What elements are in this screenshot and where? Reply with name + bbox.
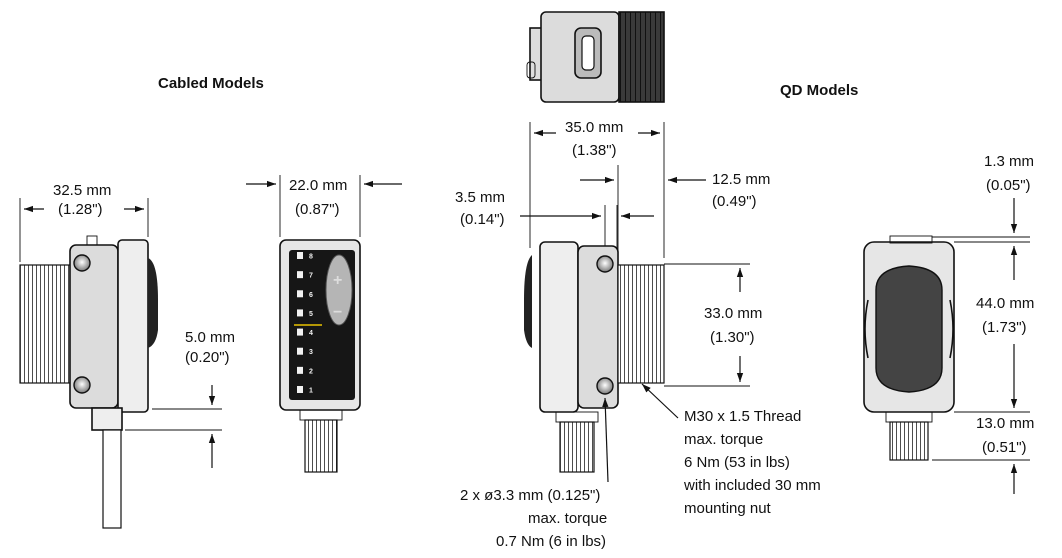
led-indicator-icon xyxy=(297,366,303,374)
led-number: 4 xyxy=(309,330,313,337)
led-number: 3 xyxy=(309,349,313,356)
svg-text:12.5 mm: 12.5 mm xyxy=(712,171,770,188)
svg-text:with included 30 mm: with included 30 mm xyxy=(683,477,821,494)
svg-text:+: + xyxy=(333,272,342,289)
svg-text:(1.38"): (1.38") xyxy=(572,142,617,159)
svg-text:1.3 mm: 1.3 mm xyxy=(984,153,1034,170)
svg-text:−: − xyxy=(333,304,342,321)
qd-connector-thread xyxy=(304,419,338,473)
led-number: 6 xyxy=(309,292,313,299)
svg-text:(1.28"): (1.28") xyxy=(58,201,103,218)
led-indicator-icon xyxy=(297,347,303,355)
dimension-qd-thread: 12.5 mm (0.49") xyxy=(580,165,770,258)
mounting-screw-icon xyxy=(73,254,91,272)
led-number: 8 xyxy=(309,254,313,261)
led-number: 2 xyxy=(309,368,313,375)
cabled-side-view xyxy=(19,235,158,529)
led-indicator-list: 8 7 6 5 4 3 2 1 xyxy=(297,252,313,395)
led-indicator-icon xyxy=(297,271,303,279)
led-indicator-icon xyxy=(297,328,303,336)
svg-text:max. torque: max. torque xyxy=(684,431,763,448)
led-number: 5 xyxy=(309,311,313,318)
svg-text:(0.87"): (0.87") xyxy=(295,201,340,218)
svg-text:44.0 mm: 44.0 mm xyxy=(976,295,1034,312)
dimension-cable-offset: 5.0 mm (0.20") xyxy=(125,329,235,468)
svg-text:(0.14"): (0.14") xyxy=(460,211,505,228)
qd-top-view xyxy=(526,11,665,103)
svg-text:(0.05"): (0.05") xyxy=(986,177,1031,194)
led-indicator-icon xyxy=(297,309,303,317)
qd-front-view xyxy=(863,235,955,461)
svg-text:33.0 mm: 33.0 mm xyxy=(704,305,762,322)
adjust-button xyxy=(325,254,353,326)
hole-callout: 2 x ø3.3 mm (0.125") max. torque 0.7 Nm … xyxy=(460,487,607,550)
svg-text:35.0 mm: 35.0 mm xyxy=(565,119,623,136)
hole-leader xyxy=(602,397,609,483)
qd-connector-thread xyxy=(559,421,595,473)
svg-text:32.5 mm: 32.5 mm xyxy=(53,182,111,199)
svg-text:13.0 mm: 13.0 mm xyxy=(976,415,1034,432)
led-indicator-icon xyxy=(297,290,303,298)
dimension-cabled-depth: 22.0 mm (0.87") xyxy=(246,175,402,237)
qd-connector-thread xyxy=(889,421,929,461)
svg-text:3.5 mm: 3.5 mm xyxy=(455,189,505,206)
mounting-screw-icon xyxy=(73,376,91,394)
svg-text:(1.30"): (1.30") xyxy=(710,329,755,346)
led-number: 7 xyxy=(309,273,313,280)
cabled-thread xyxy=(19,264,71,384)
thread-callout: M30 x 1.5 Thread max. torque 6 Nm (53 in… xyxy=(683,408,821,517)
svg-text:M30 x 1.5 Thread: M30 x 1.5 Thread xyxy=(684,408,801,425)
dimension-qd-top: 1.3 mm (0.05") xyxy=(932,153,1034,243)
svg-text:max. torque: max. torque xyxy=(528,510,607,527)
mounting-screw-icon xyxy=(596,255,614,273)
dimension-qd-height: 44.0 mm (1.73") xyxy=(954,246,1034,413)
cabled-front-view: + − 8 7 6 5 4 3 2 1 xyxy=(279,239,361,473)
svg-text:(0.20"): (0.20") xyxy=(185,349,230,366)
qd-models-heading: QD Models xyxy=(780,82,858,99)
qd-thread xyxy=(617,264,665,384)
svg-text:5.0 mm: 5.0 mm xyxy=(185,329,235,346)
dimension-qd-length: 35.0 mm (1.38") xyxy=(529,119,665,258)
svg-text:(1.73"): (1.73") xyxy=(982,319,1027,336)
thread-leader xyxy=(641,383,679,419)
svg-text:mounting nut: mounting nut xyxy=(684,500,772,517)
dimension-qd-offset: 3.5 mm (0.14") xyxy=(455,189,654,248)
mounting-screw-icon xyxy=(596,377,614,395)
svg-text:2 x ø3.3 mm (0.125"): 2 x ø3.3 mm (0.125") xyxy=(460,487,600,504)
cable xyxy=(102,429,122,529)
dimension-qd-hole-spacing: 33.0 mm (1.30") xyxy=(664,263,762,387)
svg-text:22.0 mm: 22.0 mm xyxy=(289,177,347,194)
svg-text:(0.51"): (0.51") xyxy=(982,439,1027,456)
svg-text:0.7 Nm (6 in lbs): 0.7 Nm (6 in lbs) xyxy=(496,533,606,550)
svg-text:6 Nm (53 in lbs): 6 Nm (53 in lbs) xyxy=(684,454,790,471)
dimension-cabled-width: 32.5 mm (1.28") xyxy=(19,182,149,262)
cabled-models-heading: Cabled Models xyxy=(158,75,264,92)
svg-text:(0.49"): (0.49") xyxy=(712,193,757,210)
led-number: 1 xyxy=(309,388,313,395)
led-indicator-icon xyxy=(297,386,303,393)
dimension-qd-connector: 13.0 mm (0.51") xyxy=(932,415,1034,494)
qd-side-view xyxy=(524,241,665,473)
led-indicator-icon xyxy=(297,252,303,259)
